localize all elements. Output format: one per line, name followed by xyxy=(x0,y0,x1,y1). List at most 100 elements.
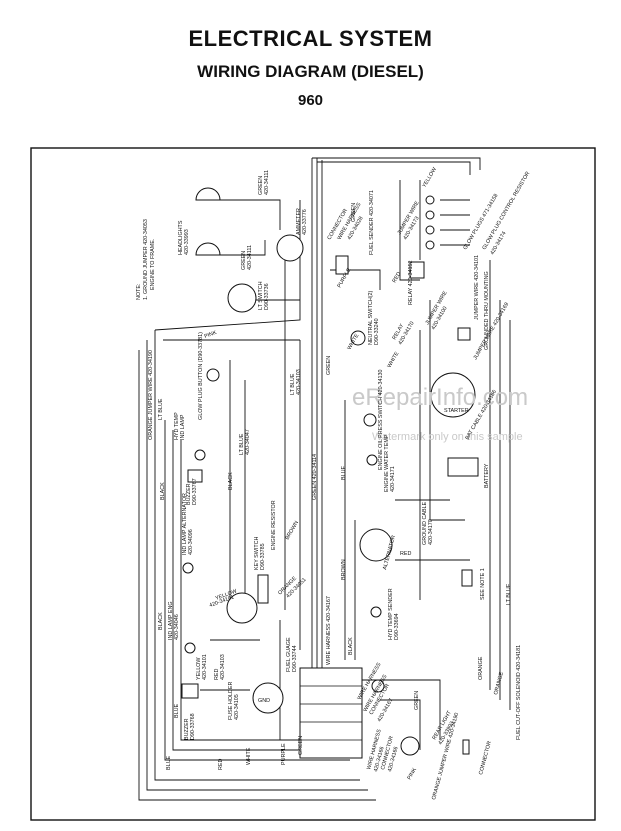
label-ind-lamp-alt: IND LAMP ALTERNATOR xyxy=(182,493,188,555)
label-black-2: BLACK xyxy=(228,472,234,490)
central-connector-block xyxy=(299,667,363,759)
label-relay: RELAY 420-34152 xyxy=(408,261,414,305)
label-lt-blue-right: LT BLUE xyxy=(506,583,512,605)
label-ammeter: AMMETER xyxy=(296,208,302,235)
label-starter: STARTER xyxy=(444,408,469,414)
label-black-3: BLACK xyxy=(158,612,164,630)
label-ammeter-pn: 420-33776 xyxy=(302,209,308,235)
label-ground-cable: GROUND CABLE xyxy=(422,501,428,545)
label-lt-blue-mid: LT BLUE xyxy=(239,433,245,455)
label-key-switch-pn: D90-33785 xyxy=(260,543,266,570)
label-engine-oil-pressure: ENGINE OIL PRESS SWITCH 420-34130 xyxy=(378,370,384,470)
alternator-icon xyxy=(359,528,393,562)
label-glow-plugs: GLOW PLUGS 471-34158 xyxy=(463,193,500,251)
label-headlights-pn: 420-33993 xyxy=(184,229,190,255)
watermark-note: Watermark only on this sample xyxy=(372,431,523,443)
label-white-bottom: WHITE xyxy=(246,747,252,765)
connector-icon xyxy=(371,679,385,693)
label-ind-lamp-eng-pn: 420-34046 xyxy=(174,614,180,640)
label-note-frame: ENGINE TO FRAME. xyxy=(150,239,156,290)
oil-pressure-switch-icon xyxy=(363,413,377,427)
indicator-lamp-icon xyxy=(182,562,194,574)
label-see-note: SEE NOTE 1 xyxy=(480,568,486,600)
diagram-title: ELECTRICAL SYSTEM xyxy=(188,26,433,51)
label-engine-water-temp-pn: 420-34171 xyxy=(390,466,396,492)
ammeter-icon xyxy=(276,234,304,262)
label-red-low-pn: 420-34103 xyxy=(220,654,226,680)
label-engine-water-temp: ENGINE WATER TEMP xyxy=(384,434,390,492)
label-lt-blue-pn: 420-34103 xyxy=(296,369,302,395)
label-buzzer-low: BUZZER xyxy=(184,718,190,740)
relay-icon xyxy=(409,261,425,279)
label-fuse-holder: FUSE HOLDER xyxy=(228,682,234,720)
label-ground-cable-pn: 420-34170 xyxy=(428,519,434,545)
label-green-top: GREEN xyxy=(258,176,264,195)
label-connector-right: CONNECTOR xyxy=(478,740,493,775)
rear-light-icon xyxy=(400,736,420,756)
label-brown-1: BROWN xyxy=(341,559,347,580)
label-black-4: BLACK xyxy=(348,637,354,655)
label-grounded-mounting: GROUNDED THRU MOUNTING xyxy=(484,271,490,350)
label-red-alt: RED xyxy=(400,551,411,557)
indicator-lamp-icon xyxy=(184,642,196,654)
label-lt-switch: LT SWITCH xyxy=(258,281,264,310)
engine-resistor-icon xyxy=(257,574,269,604)
label-green-bottom: GREEN xyxy=(298,736,304,755)
label-buzzer: BUZZER xyxy=(186,483,192,505)
wire-bundle xyxy=(138,157,511,801)
label-fuel-gauge-pn: D90-33744 xyxy=(292,645,298,672)
label-key-switch: KEY SWITCH xyxy=(254,536,260,570)
glow-plug-icon xyxy=(425,225,435,235)
label-green-top-pn: 420-34111 xyxy=(264,170,270,195)
headlight-icon xyxy=(195,242,221,256)
battery-icon xyxy=(447,457,479,477)
label-white-mid: WHITE xyxy=(387,351,401,369)
label-ind-lamp-eng: IND LAMP ENG xyxy=(168,601,174,640)
key-switch-icon xyxy=(226,592,258,624)
label-lamp-1: IND LAMP xyxy=(180,414,186,440)
label-fuel-gauge: FUEL GUAGE xyxy=(286,637,292,672)
glow-plug-icon xyxy=(425,210,435,220)
label-red-low: RED xyxy=(214,669,220,680)
starter-icon xyxy=(430,372,476,418)
label-lt-blue-mid-pn: 420-34047 xyxy=(245,429,251,455)
label-hyd-temp-sender-pn: D90-33694 xyxy=(394,613,400,640)
label-green-mid: GREEN xyxy=(326,356,332,375)
light-switch-icon xyxy=(227,283,257,313)
label-ind-lamp-alt-pn: 420-34096 xyxy=(188,529,194,555)
label-neutral-switch-pn: D90-33240 xyxy=(374,318,380,345)
label-wire-harness-1: WIRE HARNESS 420-34167 xyxy=(326,596,332,665)
label-orange-right: ORANGE xyxy=(493,671,505,696)
buzzer-icon xyxy=(181,683,199,699)
label-green-lt: GREEN xyxy=(241,251,247,270)
label-engine-resistor: ENGINE RESISTOR xyxy=(271,500,277,550)
relay-icon xyxy=(457,327,471,341)
label-fuse-holder-pn: 420-34105 xyxy=(234,694,240,720)
label-green-ribbon: GREEN 420-34114 xyxy=(312,454,318,500)
model-number: 960 xyxy=(297,92,324,109)
neutral-switch-icon xyxy=(350,330,366,346)
glow-plug-icon xyxy=(425,240,435,250)
label-red-bottom: RED xyxy=(218,759,224,770)
label-fuel-sender: FUEL SENDER 420-34071 xyxy=(369,190,375,255)
label-buzzer-low-pn: D90-33768 xyxy=(190,713,196,740)
label-note: NOTE: xyxy=(136,284,142,300)
water-temp-sender-icon xyxy=(366,454,378,466)
label-jumper-wire-right: JUMPER WIRE 420-34101 xyxy=(474,255,480,320)
hyd-temp-sender-icon xyxy=(370,606,382,618)
label-fuel-cutoff: FUEL CUT-OFF SOLENOID 420-34181 xyxy=(516,645,522,740)
label-yellow-top: YELLOW xyxy=(422,166,439,189)
label-note-ground: 1. GROUND JUMPER 420-34053 xyxy=(143,219,149,300)
label-lt-blue: LT BLUE xyxy=(290,373,296,395)
glow-plug-icon xyxy=(425,195,435,205)
label-blue-left: BLUE xyxy=(166,756,172,770)
label-battery: BATTERY xyxy=(484,463,490,488)
label-purple-bottom: PURPLE xyxy=(281,743,287,765)
label-black-1: BLACK xyxy=(160,482,166,500)
glow-plug-button-icon xyxy=(206,368,220,382)
label-lt-blue-left: LT BLUE xyxy=(158,398,164,420)
fuel-gauge-icon xyxy=(252,682,284,714)
watermark-site: eRepairInfo.com xyxy=(352,384,528,411)
label-gnd: GND xyxy=(258,698,270,704)
